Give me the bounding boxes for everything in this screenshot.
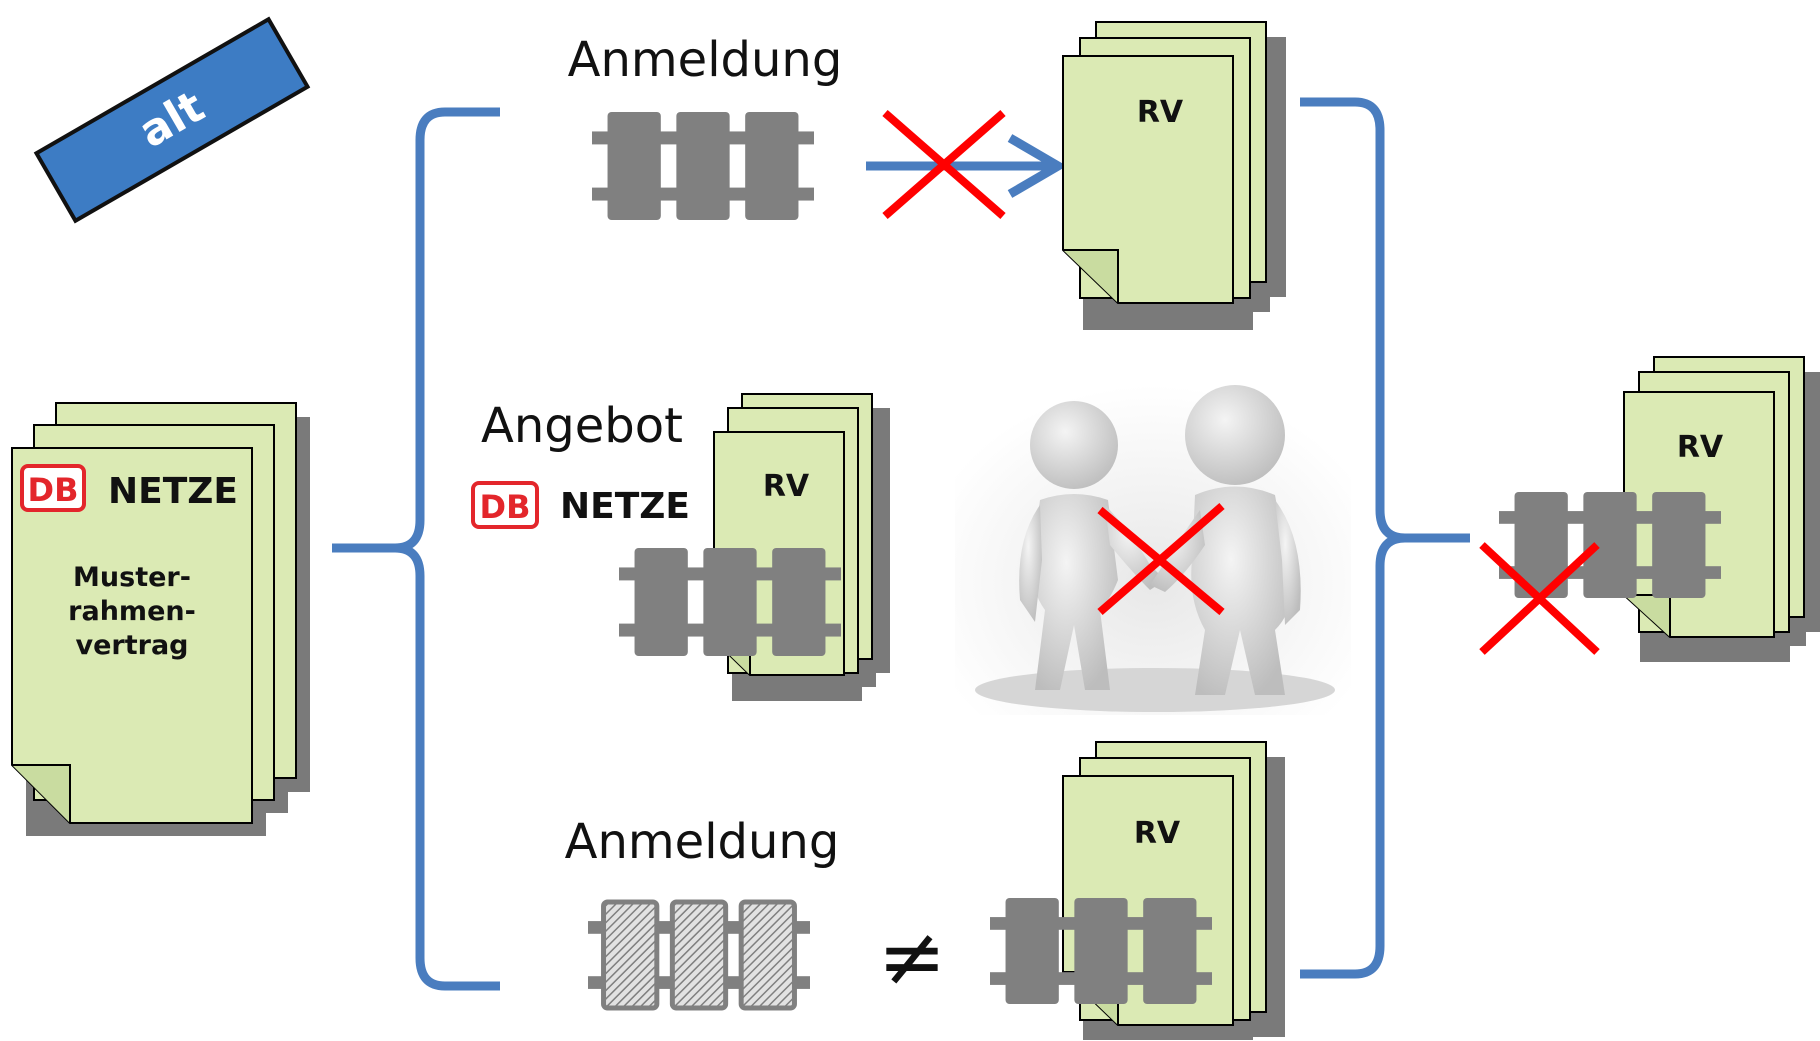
middle-heading: Angebot xyxy=(481,398,683,454)
cross-icon xyxy=(1479,542,1600,655)
train-icon xyxy=(619,548,841,656)
result-doc-label: RV xyxy=(1677,430,1724,465)
netze-brand: NETZE xyxy=(108,471,238,512)
train-car xyxy=(601,899,660,1011)
db-logo-icon: DB xyxy=(471,481,539,529)
top-heading: Anmeldung xyxy=(568,32,843,88)
train-car xyxy=(745,112,799,220)
left-brace-icon xyxy=(332,107,500,991)
doc-title-line-3: vertrag xyxy=(76,630,189,661)
alt-tag: alt xyxy=(33,16,311,224)
db-logo-icon: DB xyxy=(20,464,86,512)
doc-title-line-2: rahmen- xyxy=(68,596,196,627)
not-equal-symbol: ≠ xyxy=(878,910,947,1005)
train-car xyxy=(1514,492,1568,598)
right-brace-icon xyxy=(1300,97,1470,979)
cross-icon xyxy=(882,109,1006,220)
arrow-icon xyxy=(866,134,1067,198)
train-car xyxy=(703,548,757,656)
middle-db-logo-letters: DB xyxy=(480,488,531,526)
top-doc-label: RV xyxy=(1137,95,1184,130)
cross-icon xyxy=(1097,502,1225,616)
train-car xyxy=(1652,492,1706,598)
bottom-doc-label: RV xyxy=(1134,816,1181,851)
train-car xyxy=(1143,898,1197,1004)
document-stack-icon xyxy=(1062,21,1286,330)
db-logo-letters: DB xyxy=(28,471,79,509)
train-car xyxy=(669,899,729,1011)
train-icon xyxy=(592,112,814,220)
train-car xyxy=(1005,898,1059,1004)
bottom-heading: Anmeldung xyxy=(565,814,840,870)
middle-doc-label: RV xyxy=(763,469,810,504)
train-car xyxy=(1074,898,1128,1004)
middle-netze-brand: NETZE xyxy=(560,486,690,527)
train-car xyxy=(676,112,730,220)
train-car xyxy=(634,548,688,656)
doc-title-line-1: Muster- xyxy=(73,562,191,593)
train-icon xyxy=(588,899,810,1011)
train-icon xyxy=(1499,492,1721,598)
train-icon xyxy=(990,898,1212,1004)
train-car xyxy=(607,112,661,220)
train-car xyxy=(1583,492,1637,598)
train-car xyxy=(772,548,826,656)
document-stack-icon xyxy=(11,402,310,836)
train-car xyxy=(738,899,797,1011)
